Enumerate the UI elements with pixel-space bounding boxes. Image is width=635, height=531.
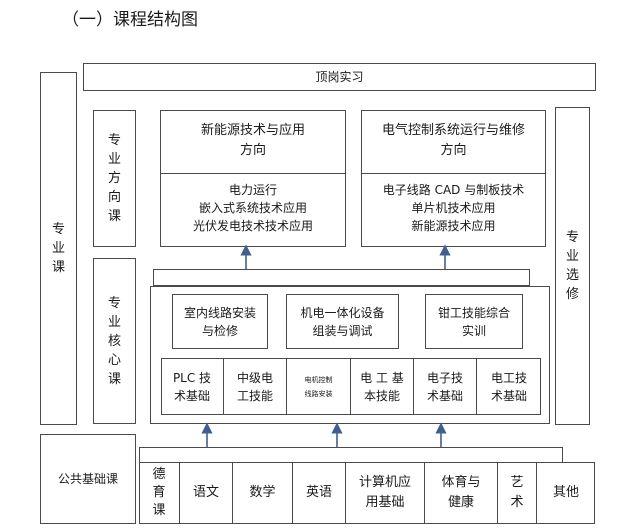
divider xyxy=(223,358,224,415)
direction-title: 电气控制系统运行与维修 方向 xyxy=(381,123,525,158)
divider xyxy=(362,173,545,174)
divider xyxy=(292,462,293,524)
public-courses-label: 公共基础课 xyxy=(40,434,136,524)
direction-box-new-energy: 新能源技术与应用 方向 电力运行 嵌入式系统技术应用 光伏发电技术技术应用 xyxy=(160,110,346,247)
core-courses-label: 专业核心课 xyxy=(93,258,136,424)
public-course-english: 英语 xyxy=(305,485,332,500)
divider xyxy=(286,358,287,415)
internship-bar: 顶岗实习 xyxy=(83,63,596,91)
divider xyxy=(232,462,233,524)
public-course-moral: 德 育 课 xyxy=(152,467,166,518)
direction-courses-label: 专业方向课 xyxy=(93,110,136,247)
section-heading: （一）课程结构图 xyxy=(62,10,198,30)
core-course-plc: PLC 技 术基础 xyxy=(172,370,212,403)
public-course-math: 数学 xyxy=(249,485,276,500)
divider xyxy=(497,462,498,524)
public-course-art: 艺 术 xyxy=(510,475,524,510)
professional-courses-label: 专业课 xyxy=(40,72,77,425)
divider xyxy=(350,358,351,415)
public-course-other: 其他 xyxy=(552,485,579,500)
public-top-bar xyxy=(139,447,563,463)
core-training-mechatronics: 机电一体化设备 组装与调试 xyxy=(286,294,399,349)
core-course-electrical-tech: 电工技 术基础 xyxy=(490,370,527,403)
direction-course-list: 电子线路 CAD 与制板技术 单片机技术应用 新能源技术应用 xyxy=(382,183,525,233)
core-course-motor-control: 电机控制 线路安装 xyxy=(304,375,333,398)
divider xyxy=(536,462,537,524)
core-course-electronics: 电子技 术基础 xyxy=(426,370,463,403)
core-course-row xyxy=(161,358,541,415)
divider xyxy=(179,462,180,524)
core-course-electrician-basic: 电 工 基 本技能 xyxy=(360,370,404,403)
direction-box-electrical-control: 电气控制系统运行与维修 方向 电子线路 CAD 与制板技术 单片机技术应用 新能… xyxy=(361,110,546,247)
divider xyxy=(345,462,346,524)
divider xyxy=(413,358,414,415)
public-course-chinese: 语文 xyxy=(192,485,219,500)
core-training-fitter: 钳工技能综合 实训 xyxy=(425,294,523,349)
divider xyxy=(161,173,345,174)
public-course-row xyxy=(139,462,595,524)
public-course-pe-health: 体育与 健康 xyxy=(441,475,481,510)
core-training-indoor-wiring: 室内线路安装 与检修 xyxy=(172,294,268,349)
direction-title: 新能源技术与应用 方向 xyxy=(200,123,305,158)
core-course-intermediate-electrician: 中级电 工技能 xyxy=(236,370,273,403)
elective-courses-label: 专业选修 xyxy=(555,107,590,425)
divider xyxy=(424,462,425,524)
direction-course-list: 电力运行 嵌入式系统技术应用 光伏发电技术技术应用 xyxy=(192,183,313,233)
divider xyxy=(476,358,477,415)
core-top-bar xyxy=(153,269,530,286)
public-course-computer: 计算机应 用基础 xyxy=(358,475,411,510)
